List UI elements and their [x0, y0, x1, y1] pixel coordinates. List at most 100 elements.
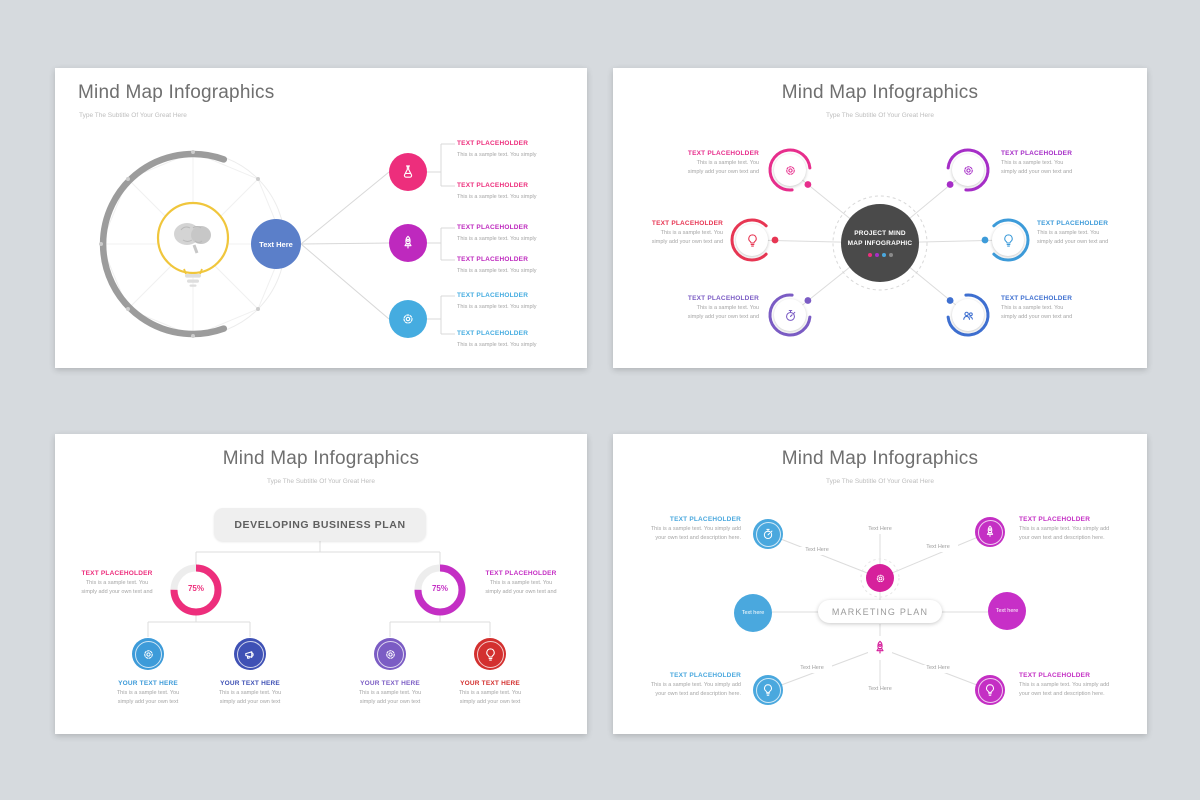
leaf-label: YOUR TEXT HERE: [118, 680, 178, 687]
corner-line2: your own text and description here.: [1019, 534, 1105, 541]
node-line1: This is a sample text. You: [660, 229, 723, 236]
node-text-block: TEXT PLACEHOLDER This is a sample text. …: [1001, 150, 1113, 176]
dot: [867, 253, 872, 258]
dot: [888, 253, 893, 258]
donut-label: TEXT PLACEHOLDER: [485, 570, 557, 577]
node-line2: simply add your own text and: [687, 168, 759, 175]
center-node-dots: [867, 253, 893, 258]
slide-1-bulb-mindmap[interactable]: Mind Map Infographics Type The Subtitle …: [55, 68, 587, 368]
corner-text-block: TEXT PLACEHOLDER This is a sample text. …: [629, 672, 741, 698]
node-line1: This is a sample text. You: [1001, 304, 1064, 311]
corner-line1: This is a sample text. You simply add: [650, 681, 741, 688]
text-item-body: This is a sample text. You simply: [457, 235, 537, 242]
donut-text-block: TEXT PLACEHOLDER This is a sample text. …: [67, 570, 167, 596]
donut-label: TEXT PLACEHOLDER: [81, 570, 153, 577]
center-title-pill: MARKETING PLAN: [818, 600, 942, 623]
slide-3-business-plan-tree[interactable]: Mind Map Infographics Type The Subtitle …: [55, 434, 587, 734]
center-node-line1: PROJECT MIND: [854, 229, 906, 237]
node-line1: This is a sample text. You: [1037, 229, 1100, 236]
satellite-node: [952, 299, 984, 331]
slide-4-marketing-plan[interactable]: Mind Map Infographics Type The Subtitle …: [613, 434, 1147, 734]
bulb-icon: [745, 233, 760, 248]
text-item-label: TEXT PLACEHOLDER: [457, 224, 529, 231]
center-node: Text Here: [251, 219, 301, 269]
leaf-label: YOUR TEXT HERE: [360, 680, 420, 687]
corner-node: [753, 519, 783, 549]
text-item-label: TEXT PLACEHOLDER: [457, 182, 529, 189]
side-node-label: Text here: [995, 608, 1019, 614]
leaf-text-block: YOUR TEXT HERE This is a sample text. Yo…: [440, 680, 540, 706]
leaf-line2: simply add your own text: [219, 698, 281, 705]
dot: [874, 253, 879, 258]
slide-subtitle: Type The Subtitle Of Your Great Here: [267, 478, 375, 485]
mindmap-connectors: [730, 148, 1030, 337]
text-here-label: Text Here: [797, 547, 837, 555]
corner-label: TEXT PLACEHOLDER: [669, 516, 741, 523]
donut-line1: This is a sample text. You: [85, 579, 149, 586]
rocket-icon: [400, 235, 416, 251]
corner-node: [975, 675, 1005, 705]
satellite-node: [992, 224, 1024, 256]
text-item-label: TEXT PLACEHOLDER: [457, 256, 529, 263]
leaf-line2: simply add your own text: [459, 698, 521, 705]
text-item-label: TEXT PLACEHOLDER: [457, 330, 529, 337]
leaf-line1: This is a sample text. You: [116, 689, 180, 696]
corner-label: TEXT PLACEHOLDER: [669, 672, 741, 679]
corner-node: [975, 517, 1005, 547]
satellite-node: [774, 154, 806, 186]
stopwatch-icon: [761, 527, 775, 541]
rocket-icon: [872, 640, 888, 656]
text-here-label: Text Here: [860, 526, 900, 534]
node-line2: simply add your own text and: [651, 238, 723, 245]
text-item-label: TEXT PLACEHOLDER: [457, 140, 529, 147]
slide-title: Mind Map Infographics: [781, 82, 979, 103]
corner-text-block: TEXT PLACEHOLDER This is a sample text. …: [629, 516, 741, 542]
bulb-icon: [761, 683, 775, 697]
leaf-node: [374, 638, 406, 670]
flask-icon: [400, 164, 416, 180]
slide-subtitle: Type The Subtitle Of Your Great Here: [826, 478, 934, 485]
rocket-icon: [983, 525, 997, 539]
gear-icon: [783, 163, 798, 178]
text-item: TEXT PLACEHOLDER This is a sample text. …: [457, 182, 582, 202]
leaf-line2: simply add your own text: [117, 698, 179, 705]
text-item-label: TEXT PLACEHOLDER: [457, 292, 529, 299]
node-line2: simply add your own text and: [1037, 238, 1109, 245]
corner-text-block: TEXT PLACEHOLDER This is a sample text. …: [1019, 672, 1131, 698]
gear-icon: [141, 647, 156, 662]
node-line1: This is a sample text. You: [696, 159, 759, 166]
text-item-body: This is a sample text. You simply: [457, 267, 537, 274]
node-text-block: TEXT PLACEHOLDER This is a sample text. …: [647, 150, 759, 176]
text-item: TEXT PLACEHOLDER This is a sample text. …: [457, 224, 582, 244]
leaf-label: YOUR TEXT HERE: [220, 680, 280, 687]
corner-line1: This is a sample text. You simply add: [1019, 681, 1110, 688]
slide-title: Mind Map Infographics: [781, 448, 979, 469]
satellite-node: [952, 154, 984, 186]
center-node: PROJECT MIND MAP INFOGRAPHIC: [841, 204, 919, 282]
corner-line2: your own text and description here.: [1019, 690, 1105, 697]
node-line1: This is a sample text. You: [1001, 159, 1064, 166]
node-label: TEXT PLACEHOLDER: [1001, 150, 1073, 157]
megaphone-icon: [243, 647, 258, 662]
gear-icon: [874, 572, 887, 585]
corner-node: [753, 675, 783, 705]
donut-line2: simply add your own text and: [81, 588, 153, 595]
tree-connectors: [147, 541, 491, 637]
text-item: TEXT PLACEHOLDER This is a sample text. …: [457, 292, 582, 312]
text-item: TEXT PLACEHOLDER This is a sample text. …: [457, 140, 582, 160]
text-here-label: Text Here: [860, 686, 900, 694]
gear-icon: [383, 647, 398, 662]
side-node-label: Text here: [741, 610, 765, 616]
leaf-label: YOUR TEXT HERE: [460, 680, 520, 687]
slide-2-project-mindmap[interactable]: Mind Map Infographics Type The Subtitle …: [613, 68, 1147, 368]
corner-line1: This is a sample text. You simply add: [650, 525, 741, 532]
node-text-block: TEXT PLACEHOLDER This is a sample text. …: [615, 220, 723, 246]
node-label: TEXT PLACEHOLDER: [651, 220, 723, 227]
leaf-line1: This is a sample text. You: [458, 689, 522, 696]
center-node-label: Text Here: [259, 239, 293, 249]
center-gear-node: [866, 564, 894, 592]
node-text-block: TEXT PLACEHOLDER This is a sample text. …: [1037, 220, 1145, 246]
text-here-label: Text Here: [918, 665, 958, 673]
leaf-line2: simply add your own text: [359, 698, 421, 705]
dot: [881, 253, 886, 258]
